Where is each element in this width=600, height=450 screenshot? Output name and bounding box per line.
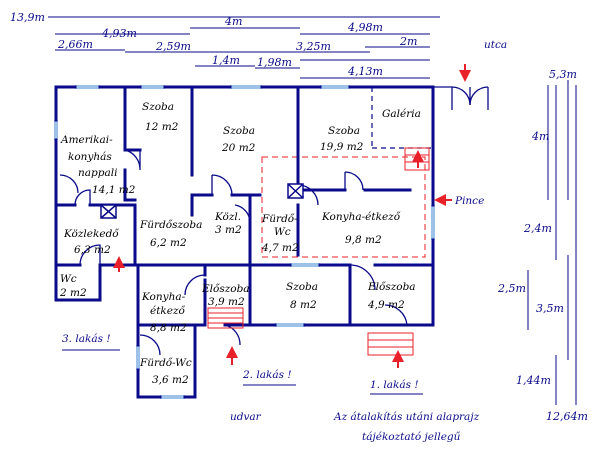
- dim-label-4-93: 4,93m: [101, 27, 137, 40]
- room-name-eloszoba-right: Előszoba: [367, 280, 416, 293]
- windows: [54, 85, 435, 399]
- annotations: utca Pince udvar 1. lakás ! 2. lakás ! 3…: [62, 39, 507, 443]
- label-lakas3: 3. lakás !: [62, 333, 111, 345]
- stairs-entrance-1: [367, 332, 414, 356]
- room-name-furdo-wc-small-2: Wc: [274, 226, 291, 238]
- room-name-szoba-20: Szoba: [223, 125, 255, 137]
- stairs-entrance-2: [207, 307, 244, 329]
- galeria-partition: [371, 87, 433, 149]
- dim-label-1-98: 1,98m: [257, 56, 292, 69]
- room-name-furdo-wc-small-1: Fürdő-: [261, 212, 298, 225]
- label-utca: utca: [484, 39, 507, 51]
- arrows: [113, 64, 471, 368]
- room-area-szoba-20: 20 m2: [221, 142, 256, 154]
- room-name-eloszoba-left: Előszoba: [201, 282, 250, 295]
- dim-label-4: 4m: [224, 15, 242, 28]
- door-swing-3: [344, 171, 364, 191]
- annotation-underlines: [62, 349, 423, 395]
- room-name-szoba-199: Szoba: [328, 125, 360, 137]
- label-note-line1: Az átalakítás utáni alaprajz: [333, 411, 480, 423]
- dim-label-13-9: 13,9m: [10, 11, 45, 24]
- room-name-szoba-12: Szoba: [142, 101, 174, 113]
- dim-label-5-3: 5,3m: [549, 68, 577, 81]
- dim-label-12-64: 12,64m: [546, 410, 588, 423]
- door-swing-4: [74, 189, 91, 206]
- door-swing-6: [79, 244, 101, 266]
- room-area-konyha-etkezo-big: 9,8 m2: [345, 234, 382, 246]
- door-swing-9: [349, 264, 376, 291]
- door-swing-5: [59, 174, 79, 194]
- room-name-kozlekedo: Közlekedő: [63, 227, 119, 240]
- doors: [59, 86, 489, 356]
- door-swing-2: [211, 174, 233, 196]
- right-dimension-lines: [527, 80, 577, 405]
- dim-label-1-4: 1,4m: [212, 54, 240, 67]
- dim-label-3-5: 3,5m: [536, 302, 564, 315]
- room-area-konyha-etkezo-small: 8,8 m2: [150, 322, 187, 334]
- dim-label-4-right: 4m: [531, 130, 549, 143]
- door-swing-8: [184, 274, 206, 296]
- chimney-boxes: [100, 183, 304, 219]
- room-area-szoba-8: 8 m2: [290, 299, 317, 311]
- dashed-area-outline: [261, 156, 426, 258]
- right-dimension-labels: 5,3m 4m 2,4m 2,5m 3,5m 1,44m 12,64m: [497, 68, 588, 423]
- room-area-furdo-wc: 3,6 m2: [152, 374, 189, 386]
- room-area-szoba-12: 12 m2: [145, 121, 179, 133]
- door-swing-1: [124, 149, 141, 171]
- room-name-wc: Wc: [60, 273, 77, 285]
- room-name-konyha-etkezo-small-2: étkező: [150, 304, 186, 317]
- room-area-eloszoba-left: 3,9 m2: [208, 296, 245, 308]
- dim-label-2-59: 2,59m: [155, 40, 191, 53]
- dim-label-2-66: 2,66m: [57, 38, 93, 51]
- room-name-amerikai-3: nappali: [78, 167, 117, 179]
- label-udvar: udvar: [230, 411, 262, 423]
- dim-label-3-25: 3,25m: [296, 40, 331, 53]
- dim-label-1-44: 1,44m: [516, 374, 551, 387]
- dim-label-4-98: 4,98m: [347, 21, 383, 34]
- door-swing-12: [139, 334, 161, 356]
- dim-label-2: 2m: [399, 35, 417, 48]
- door-swing-entrance-b: [469, 86, 489, 106]
- room-labels: Szoba 12 m2 Szoba 20 m2 Szoba 19,9 m2 Ga…: [59, 101, 421, 386]
- label-pince: Pince: [454, 195, 484, 207]
- room-area-eloszoba-right: 4,9 m2: [367, 299, 405, 311]
- room-area-wc: 2 m2: [59, 287, 87, 299]
- label-lakas2: 2. lakás !: [242, 369, 292, 381]
- room-name-amerikai-1: Amerikai-: [60, 134, 113, 146]
- room-area-amerikai: 14,1 m2: [92, 184, 136, 196]
- label-lakas1: 1. lakás !: [370, 379, 419, 391]
- room-name-konyha-etkezo-small-1: Konyha-: [141, 291, 186, 303]
- door-swing-11: [384, 304, 408, 326]
- door-swing-10: [224, 324, 241, 346]
- room-area-furdoszoba: 6,2 m2: [150, 237, 187, 249]
- room-name-furdo-wc: Fürdő-Wc: [139, 356, 192, 369]
- room-name-kozl: Közl.: [214, 211, 241, 223]
- top-dimension-labels: 13,9m 4,93m 4m 4,98m 2,66m 2,59m 3,25m 2…: [10, 11, 417, 78]
- dim-label-2-5: 2,5m: [497, 282, 526, 295]
- door-swing-13: [234, 204, 251, 223]
- room-name-furdoszoba: Fürdőszoba: [139, 218, 202, 231]
- room-area-szoba-199: 19,9 m2: [320, 141, 364, 153]
- room-area-furdo-wc-small: 4,7 m2: [261, 242, 299, 254]
- door-swing-entrance-a: [451, 86, 471, 106]
- room-name-konyha-etkezo-big: Konyha-étkező: [321, 210, 401, 223]
- room-area-kozlekedo: 6,3 m2: [74, 244, 111, 256]
- top-dimension-lines: [48, 16, 440, 79]
- walls: [54, 85, 435, 399]
- dim-label-4-13: 4,13m: [347, 65, 383, 78]
- room-name-szoba-8: Szoba: [286, 281, 318, 293]
- chimney-box-2: [287, 183, 304, 199]
- room-name-amerikai-2: konyhás: [68, 151, 112, 163]
- room-name-galeria: Galéria: [382, 108, 421, 120]
- room-area-kozl: 3 m2: [215, 224, 242, 236]
- dim-label-2-4: 2,4m: [523, 222, 552, 235]
- label-note-line2: tájékoztató jellegű: [362, 430, 461, 443]
- chimney-box-1: [100, 204, 117, 219]
